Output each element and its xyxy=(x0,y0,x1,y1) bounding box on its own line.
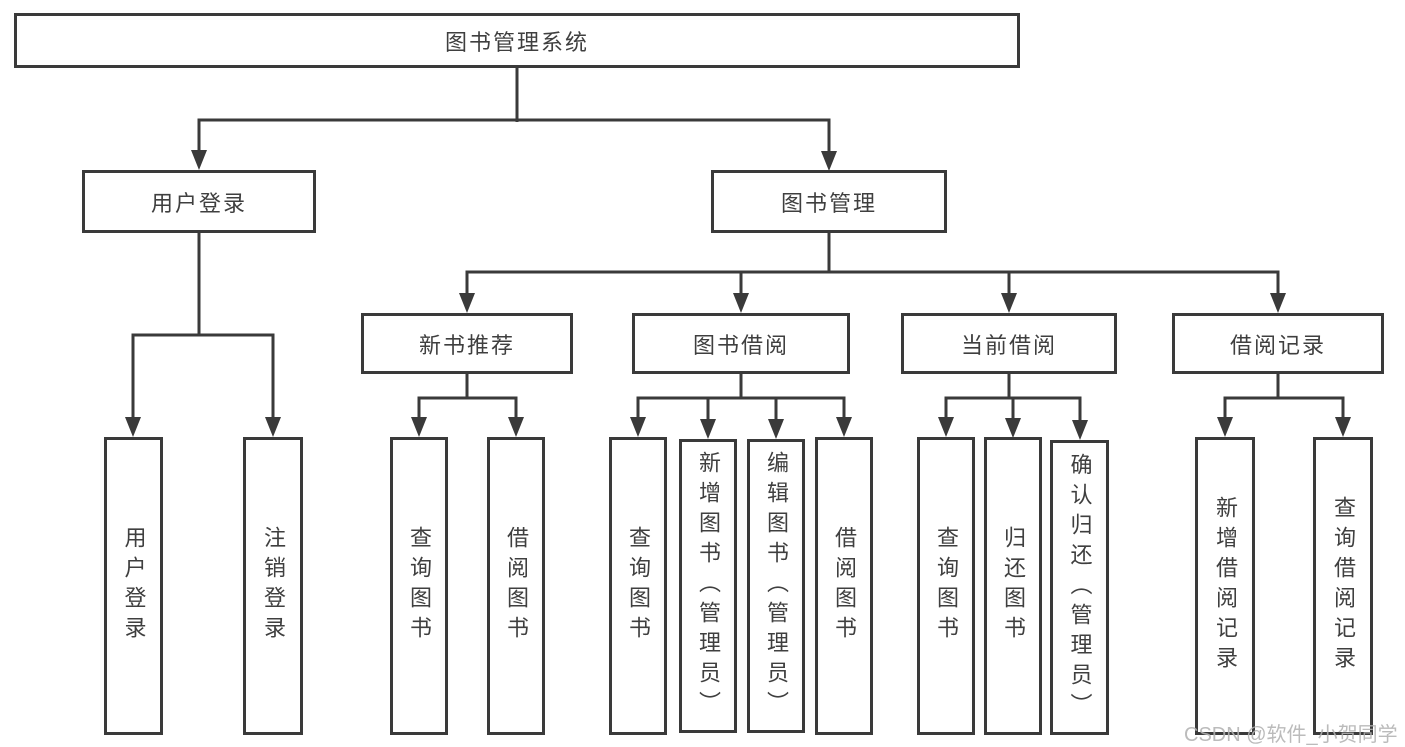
leaf-add-borrow-record: 新增借阅记录 xyxy=(1195,437,1255,735)
leaf-borrow-books-recommend: 借阅图书 xyxy=(487,437,545,735)
node-library-management-system: 图书管理系统 xyxy=(14,13,1020,68)
leaf-logout: 注销登录 xyxy=(243,437,303,735)
node-new-book-recommendation: 新书推荐 xyxy=(361,313,573,374)
leaf-add-book-admin: 新增图书（管理员） xyxy=(679,439,737,733)
leaf-query-books-borrow: 查询图书 xyxy=(609,437,667,735)
node-book-management: 图书管理 xyxy=(711,170,947,233)
leaf-borrow-books: 借阅图书 xyxy=(815,437,873,735)
arrowheads xyxy=(125,150,1351,440)
node-book-borrowing: 图书借阅 xyxy=(632,313,850,374)
leaf-confirm-return-admin: 确认归还（管理员） xyxy=(1050,440,1109,735)
leaf-edit-book-admin: 编辑图书（管理员） xyxy=(747,439,805,733)
leaf-query-books-current: 查询图书 xyxy=(917,437,975,735)
node-current-borrowing: 当前借阅 xyxy=(901,313,1117,374)
node-borrowing-records: 借阅记录 xyxy=(1172,313,1384,374)
leaf-return-books: 归还图书 xyxy=(984,437,1042,735)
leaf-query-books-recommend: 查询图书 xyxy=(390,437,448,735)
csdn-watermark: CSDN @软件_小贺同学 xyxy=(1184,724,1398,746)
leaf-query-borrow-record: 查询借阅记录 xyxy=(1313,437,1373,735)
leaf-user-login: 用户登录 xyxy=(104,437,163,735)
node-user-login: 用户登录 xyxy=(82,170,316,233)
